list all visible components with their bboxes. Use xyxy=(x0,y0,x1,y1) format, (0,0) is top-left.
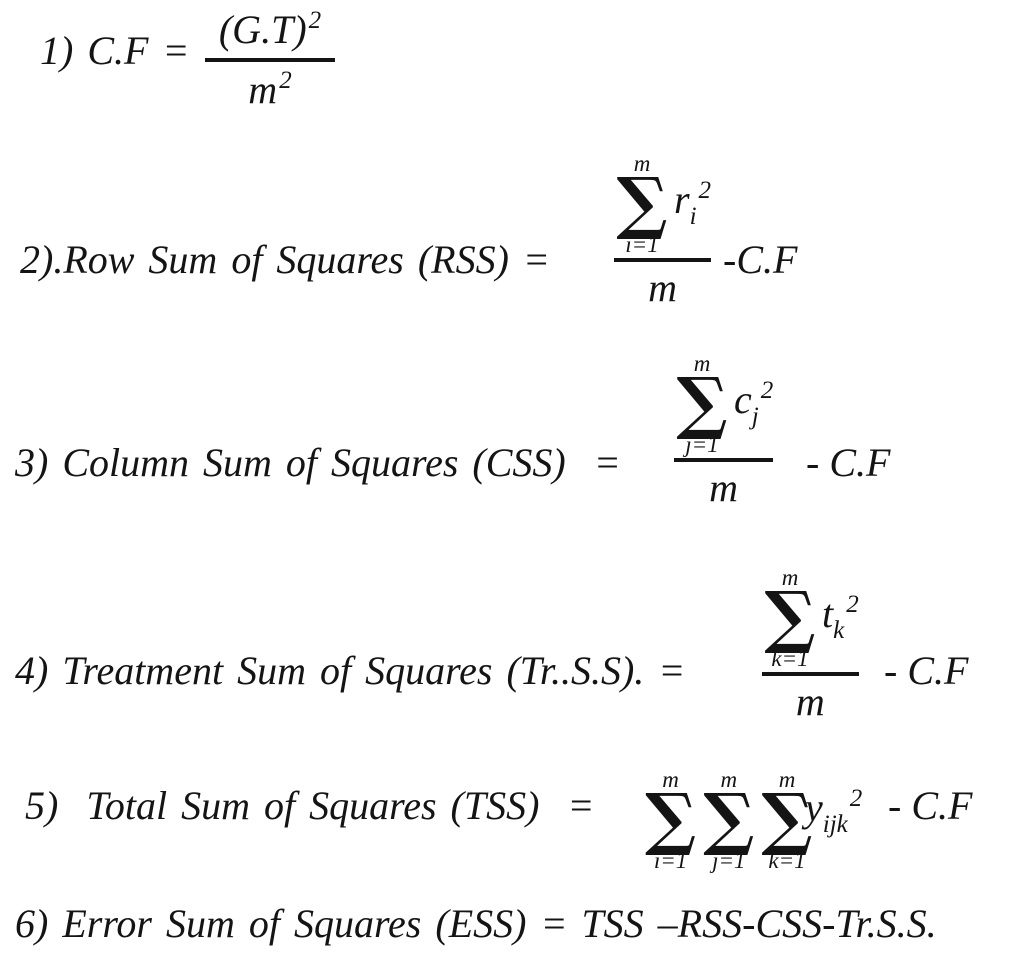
formula-1-fraction: (G.T)2 m2 xyxy=(205,8,335,110)
summand-subscript: j xyxy=(751,403,759,431)
summand: ri2 xyxy=(674,178,711,229)
sigma-symbol: ∑ xyxy=(645,779,697,859)
formula-4-fraction: m ∑ k=1 tk2 m xyxy=(762,566,859,722)
formula-2-fraction: m ∑ i=1 ri2 m xyxy=(614,152,712,308)
summation: m ∑ j=1 xyxy=(703,768,754,872)
denominator-base: m xyxy=(248,67,278,112)
formula-3-tail: - C.F xyxy=(806,440,891,485)
formula-3-fraction: m ∑ j=1 cj2 m xyxy=(674,352,774,508)
summand-exponent: 2 xyxy=(849,785,863,812)
summation: m ∑ i=1 xyxy=(614,152,670,256)
formula-4-tail: - C.F xyxy=(884,648,969,693)
sigma-symbol: ∑ xyxy=(764,577,816,657)
formula-4-numerator: m ∑ k=1 tk2 xyxy=(762,566,859,670)
formula-3-label: 3) Column Sum of Squares (CSS) = xyxy=(15,440,621,485)
formula-4-denominator: m xyxy=(796,676,825,722)
sum-upper-limit: m xyxy=(778,767,796,792)
sum-lower-limit: i=1 xyxy=(653,847,688,873)
fraction-bar xyxy=(674,457,774,462)
denominator-base: m xyxy=(709,464,739,510)
denominator-exponent: 2 xyxy=(279,67,292,94)
summand-variable: r xyxy=(674,177,690,223)
fraction-bar xyxy=(762,671,859,676)
formula-1-numerator: (G.T)2 xyxy=(209,8,331,56)
sum-lower-limit: j=1 xyxy=(685,431,719,457)
sigma-symbol: ∑ xyxy=(703,779,755,859)
sum-upper-limit: m xyxy=(662,767,679,792)
formula-1-denominator: m2 xyxy=(248,62,291,110)
summand-variable: c xyxy=(734,377,752,423)
sigma-symbol: ∑ xyxy=(616,163,668,243)
sum-upper-limit: m xyxy=(693,351,711,376)
summation: m ∑ j=1 xyxy=(674,352,730,456)
summand: cj2 xyxy=(734,378,773,429)
formula-3-numerator: m ∑ j=1 cj2 xyxy=(674,352,773,456)
formula-6-label: 6) Error Sum of Squares (ESS) = TSS –RSS… xyxy=(15,901,937,946)
formula-2-tail: -C.F xyxy=(723,237,798,282)
formula-5-label: 5) Total Sum of Squares (TSS) = xyxy=(25,783,595,828)
summand: tk2 xyxy=(822,592,859,643)
numerator-exponent: 2 xyxy=(308,7,322,34)
fraction-bar xyxy=(205,58,335,62)
numerator-base: (G.T) xyxy=(218,7,307,52)
summand-variable: t xyxy=(822,591,834,637)
formula-2-numerator: m ∑ i=1 ri2 xyxy=(614,152,711,256)
summand-subscript: ijk xyxy=(822,811,848,838)
summand-subscript: i xyxy=(689,203,697,231)
triple-summation: m ∑ i=1 m ∑ j=1 m ∑ k=1 xyxy=(645,768,813,872)
summation: m ∑ k=1 xyxy=(761,768,812,872)
summation: m ∑ i=1 xyxy=(645,768,696,872)
formula-3-denominator: m xyxy=(709,462,738,508)
sum-lower-limit: i=1 xyxy=(625,231,659,257)
summand-variable: y xyxy=(805,785,823,830)
sum-upper-limit: m xyxy=(781,565,799,590)
formula-2-denominator: m xyxy=(648,262,677,308)
formula-5-tail: - C.F xyxy=(888,783,973,828)
summation: m ∑ k=1 xyxy=(762,566,818,670)
denominator-base: m xyxy=(795,678,825,724)
sum-lower-limit: j=1 xyxy=(712,847,746,873)
formula-2-label: 2).Row Sum of Squares (RSS) = xyxy=(20,237,550,282)
fraction-bar xyxy=(614,257,712,262)
sigma-symbol: ∑ xyxy=(676,363,728,443)
denominator-base: m xyxy=(648,264,677,310)
sum-upper-limit: m xyxy=(720,767,738,792)
formula-4-label: 4) Treatment Sum of Squares (Tr..S.S). = xyxy=(15,648,686,693)
summand: yijk2 xyxy=(805,786,862,837)
summand-exponent: 2 xyxy=(846,591,859,619)
sum-upper-limit: m xyxy=(633,151,651,176)
sum-lower-limit: k=1 xyxy=(771,645,809,671)
summand-exponent: 2 xyxy=(760,377,774,405)
sigma-symbol: ∑ xyxy=(761,779,813,859)
sum-lower-limit: k=1 xyxy=(768,847,806,873)
formula-1-label: 1) C.F = xyxy=(40,28,190,73)
summand-subscript: k xyxy=(833,617,845,645)
summand-exponent: 2 xyxy=(698,177,712,205)
